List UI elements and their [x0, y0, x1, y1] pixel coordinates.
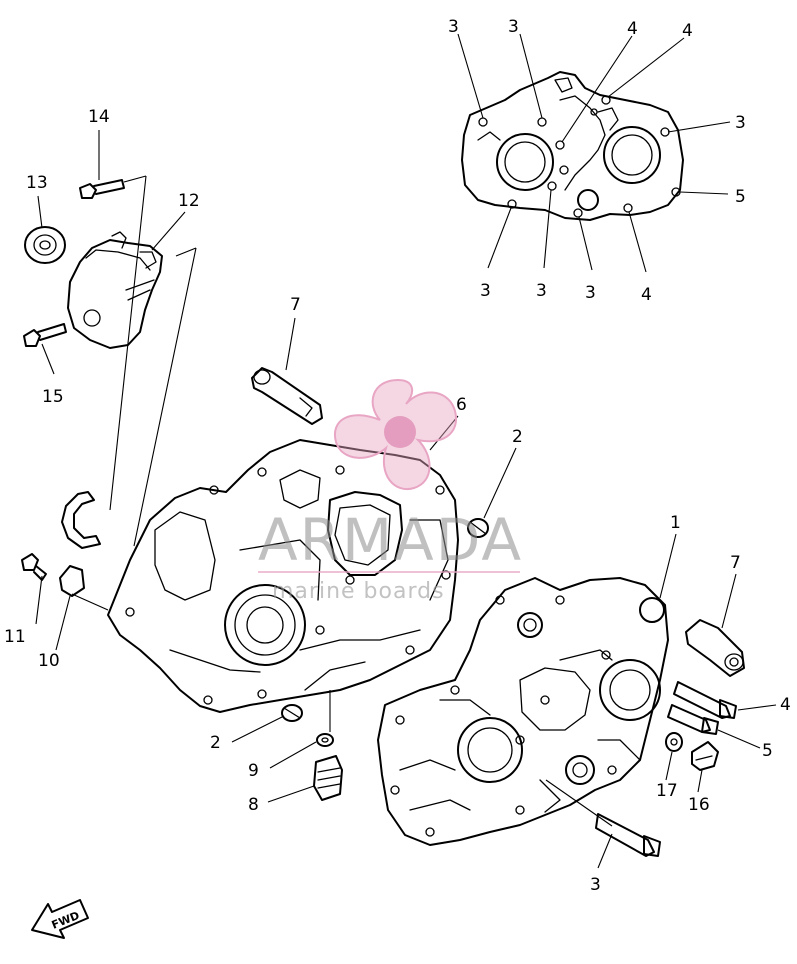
callout-4-inset-top-right: 4: [682, 21, 693, 41]
washer-part-17: [665, 732, 683, 752]
left-case-bolt-holes: [125, 465, 451, 705]
fwd-arrow: FWD: [31, 899, 89, 939]
callout-15: 15: [42, 387, 64, 407]
callout-2-lower: 2: [210, 733, 221, 753]
callout-6: 6: [456, 395, 467, 415]
dowel-pin-part-2-lower: [281, 704, 303, 722]
watermark-tagline: marine boards: [272, 579, 445, 604]
callout-7-upper: 7: [290, 295, 301, 315]
callout-7-right: 7: [730, 553, 741, 573]
watermark-logo: [333, 378, 457, 491]
plug-part-16: [691, 741, 719, 771]
inset-bolt-holes: [478, 95, 681, 218]
retainer-clip-part-10: [59, 491, 101, 597]
inset-crankcase-view: [457, 33, 731, 273]
crankcase-right-half: [377, 577, 669, 846]
dowel-pin-part-2-upper: [467, 518, 489, 538]
callout-3-inset-right: 3: [735, 113, 746, 133]
oil-seal-part-13: [24, 226, 66, 264]
bolt-part-14: [79, 179, 125, 199]
callout-1: 1: [670, 513, 681, 533]
callout-4-inset-bottom: 4: [641, 285, 652, 305]
callout-9: 9: [248, 761, 259, 781]
callout-10: 10: [38, 651, 60, 671]
callout-17: 17: [656, 781, 678, 801]
callout-16: 16: [688, 795, 710, 815]
callout-8: 8: [248, 795, 259, 815]
drain-bolt-part-8: [313, 755, 343, 801]
bolt-part-3-lower: [595, 813, 661, 857]
bolt-part-4: [673, 681, 737, 719]
callout-4-bolt: 4: [780, 695, 791, 715]
watermark: ARMADA marine boards: [258, 378, 523, 604]
watermark-brand: ARMADA: [258, 506, 523, 574]
callout-3-inset-bottom-2: 3: [536, 281, 547, 301]
callout-3-inset-bottom-3: 3: [585, 283, 596, 303]
right-case-bolt-holes: [390, 595, 617, 837]
crankcase-left-half: [107, 439, 459, 713]
callout-2-upper: 2: [512, 427, 523, 447]
callout-4-inset-top: 4: [627, 19, 638, 39]
callout-3-lower-bolt: 3: [590, 875, 601, 895]
leader-lines: [35, 130, 777, 869]
callout-3-inset-bottom-1: 3: [480, 281, 491, 301]
callout-11: 11: [4, 627, 26, 647]
callout-3-inset-top: 3: [508, 17, 519, 37]
washer-part-9: [316, 733, 334, 747]
screw-part-11: [21, 553, 47, 581]
callout-3-inset-top-left: 3: [448, 17, 459, 37]
inset-leader-lines: [457, 33, 731, 273]
sleeve-part-7-right: [685, 619, 745, 677]
bolt-part-5: [667, 704, 719, 735]
callout-14: 14: [88, 107, 110, 127]
sleeve-part-7-upper: [251, 367, 323, 425]
callout-13: 13: [26, 173, 48, 193]
callout-labels: 3 3 4 4 3 5 3 3 3 4 14 13 12 15 7 6 2 1 …: [4, 17, 791, 895]
callout-5-bolt: 5: [762, 741, 773, 761]
callout-5-inset-right: 5: [735, 187, 746, 207]
oil-pump-assembly: [67, 231, 163, 349]
screw-part-15: [23, 323, 67, 347]
callout-12: 12: [178, 191, 200, 211]
